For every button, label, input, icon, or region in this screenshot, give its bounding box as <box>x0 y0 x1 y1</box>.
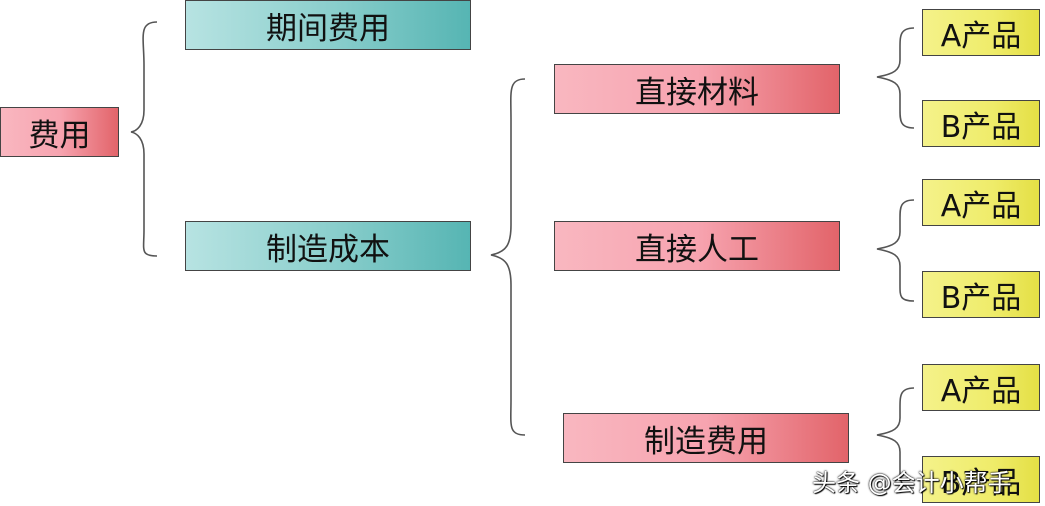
node-overhead-product-b: B产品 <box>922 456 1040 503</box>
node-manufacturing-cost: 制造成本 <box>185 221 471 271</box>
bracket-root <box>130 21 158 257</box>
node-period-expenses: 期间费用 <box>185 0 471 50</box>
node-materials-product-b: B产品 <box>922 100 1040 147</box>
bracket-manufacturing <box>490 78 526 436</box>
node-labor-product-b: B产品 <box>922 271 1040 318</box>
bracket-overhead <box>876 387 915 489</box>
node-direct-materials: 直接材料 <box>554 64 840 114</box>
node-labor-product-a: A产品 <box>922 179 1040 226</box>
node-direct-labor: 直接人工 <box>554 221 840 271</box>
bracket-labor <box>876 199 915 302</box>
bracket-materials <box>876 27 915 129</box>
node-root: 费用 <box>0 107 119 157</box>
node-materials-product-a: A产品 <box>922 9 1040 56</box>
node-manufacturing-overhead: 制造费用 <box>563 413 849 463</box>
node-overhead-product-a: A产品 <box>922 364 1040 411</box>
watermark-text: 头条 @会计小帮手 <box>812 469 1012 497</box>
